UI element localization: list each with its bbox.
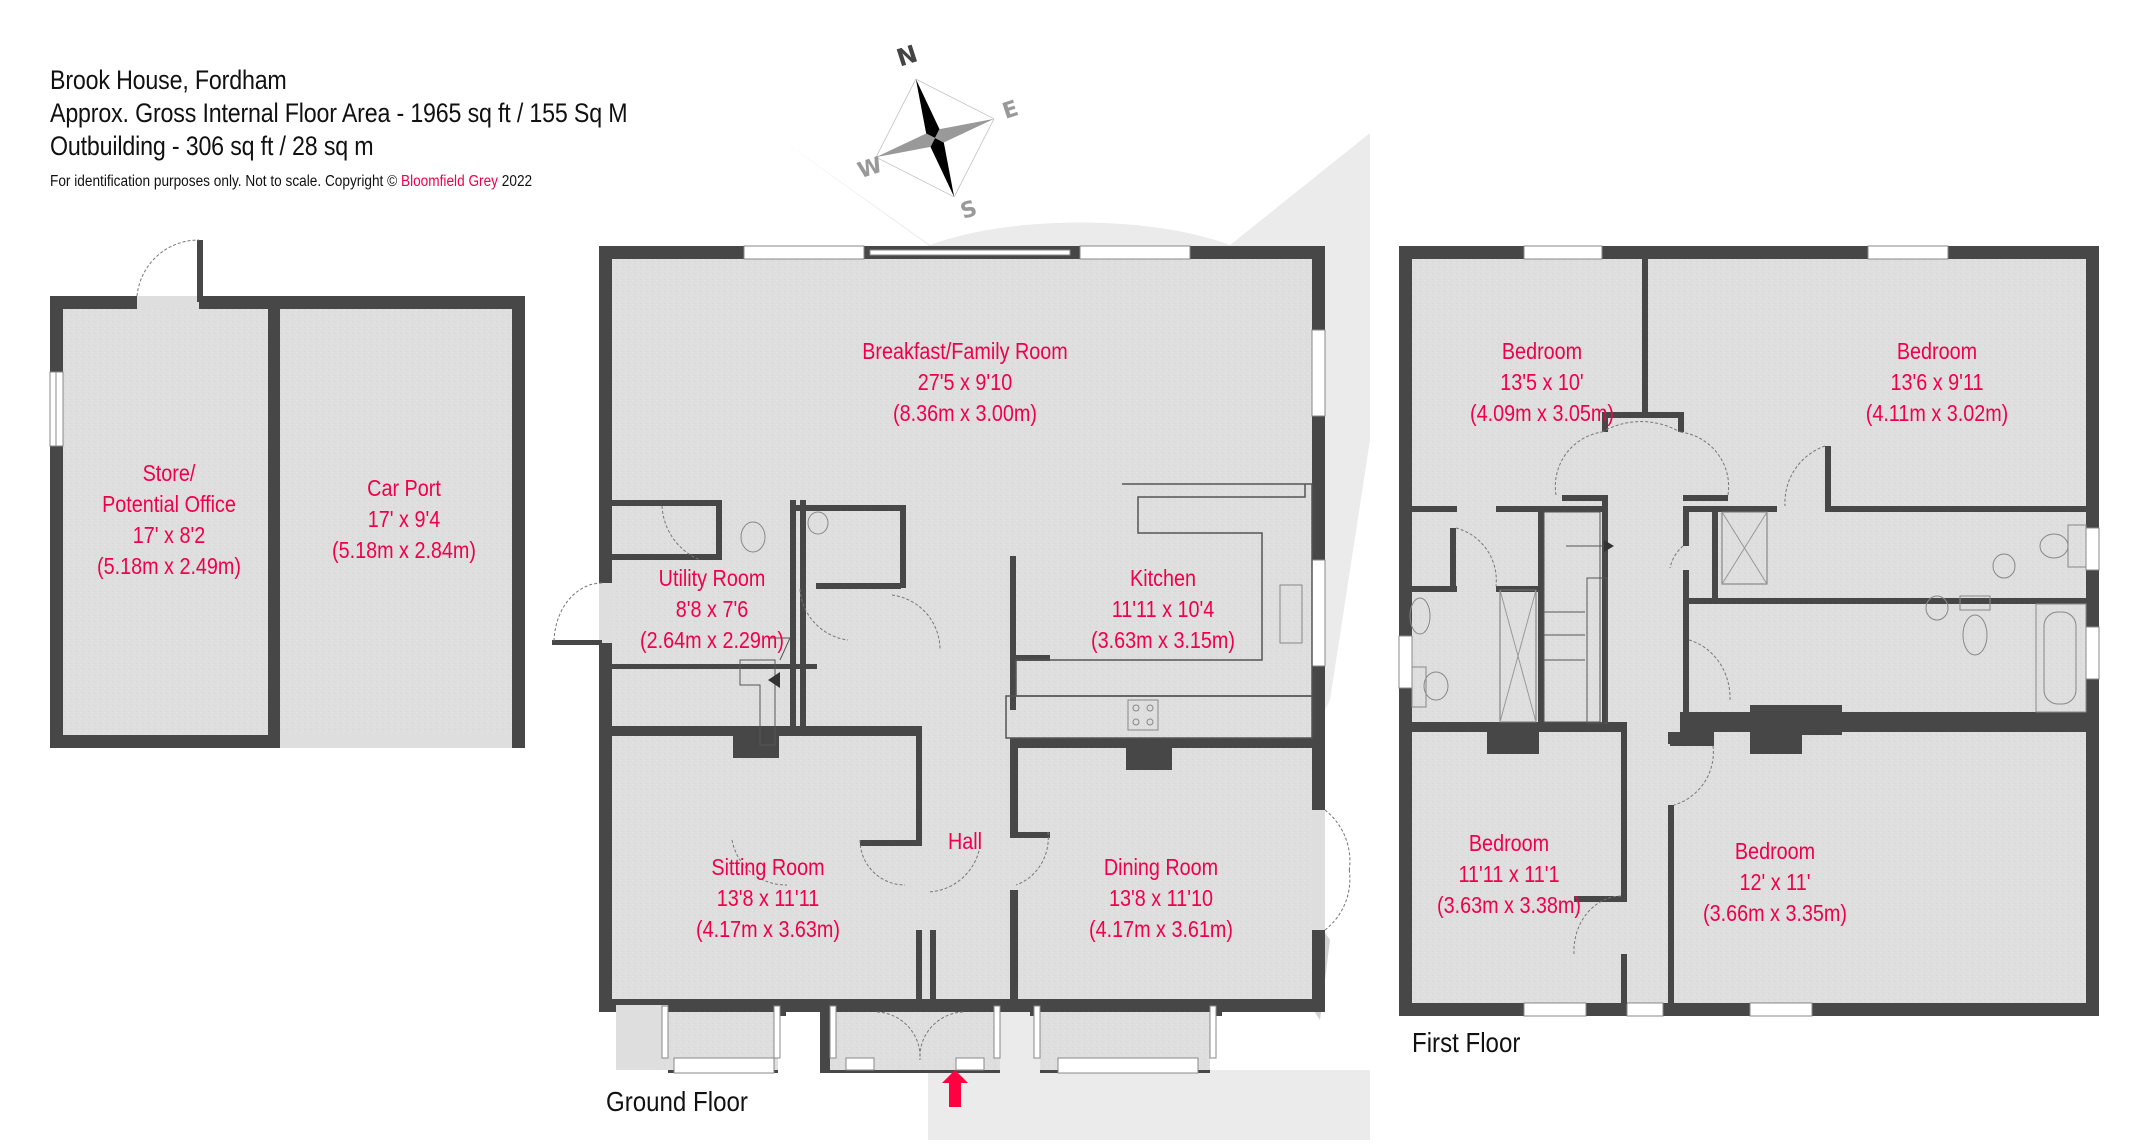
entrance-arrow-icon (942, 1070, 968, 1107)
first-floor-plan (1398, 245, 2100, 1017)
gross-floor-area: Approx. Gross Internal Floor Area - 1965… (50, 98, 628, 128)
ground-floor-plan (552, 245, 1351, 1074)
plan-header: Brook House, Fordham Approx. Gross Inter… (50, 64, 721, 191)
disclaimer: For identification purposes only. Not to… (50, 173, 641, 191)
brand-name: Bloomfield Grey (400, 173, 499, 190)
store-room-floor (63, 309, 268, 735)
compass-rose-icon (875, 78, 995, 198)
ground-floor-label: Ground Floor (606, 1086, 748, 1117)
disclaimer-text: For identification purposes only. Not to… (50, 173, 401, 190)
utility-cupboard-wall (612, 500, 722, 506)
outbuilding-plan (49, 239, 525, 748)
first-floor-label: First Floor (1412, 1027, 1521, 1058)
copyright-year: 2022 (498, 173, 533, 190)
property-title: Brook House, Fordham (50, 65, 287, 95)
outbuilding-area: Outbuilding - 306 sq ft / 28 sq m (50, 131, 374, 161)
carport-floor (280, 309, 512, 735)
